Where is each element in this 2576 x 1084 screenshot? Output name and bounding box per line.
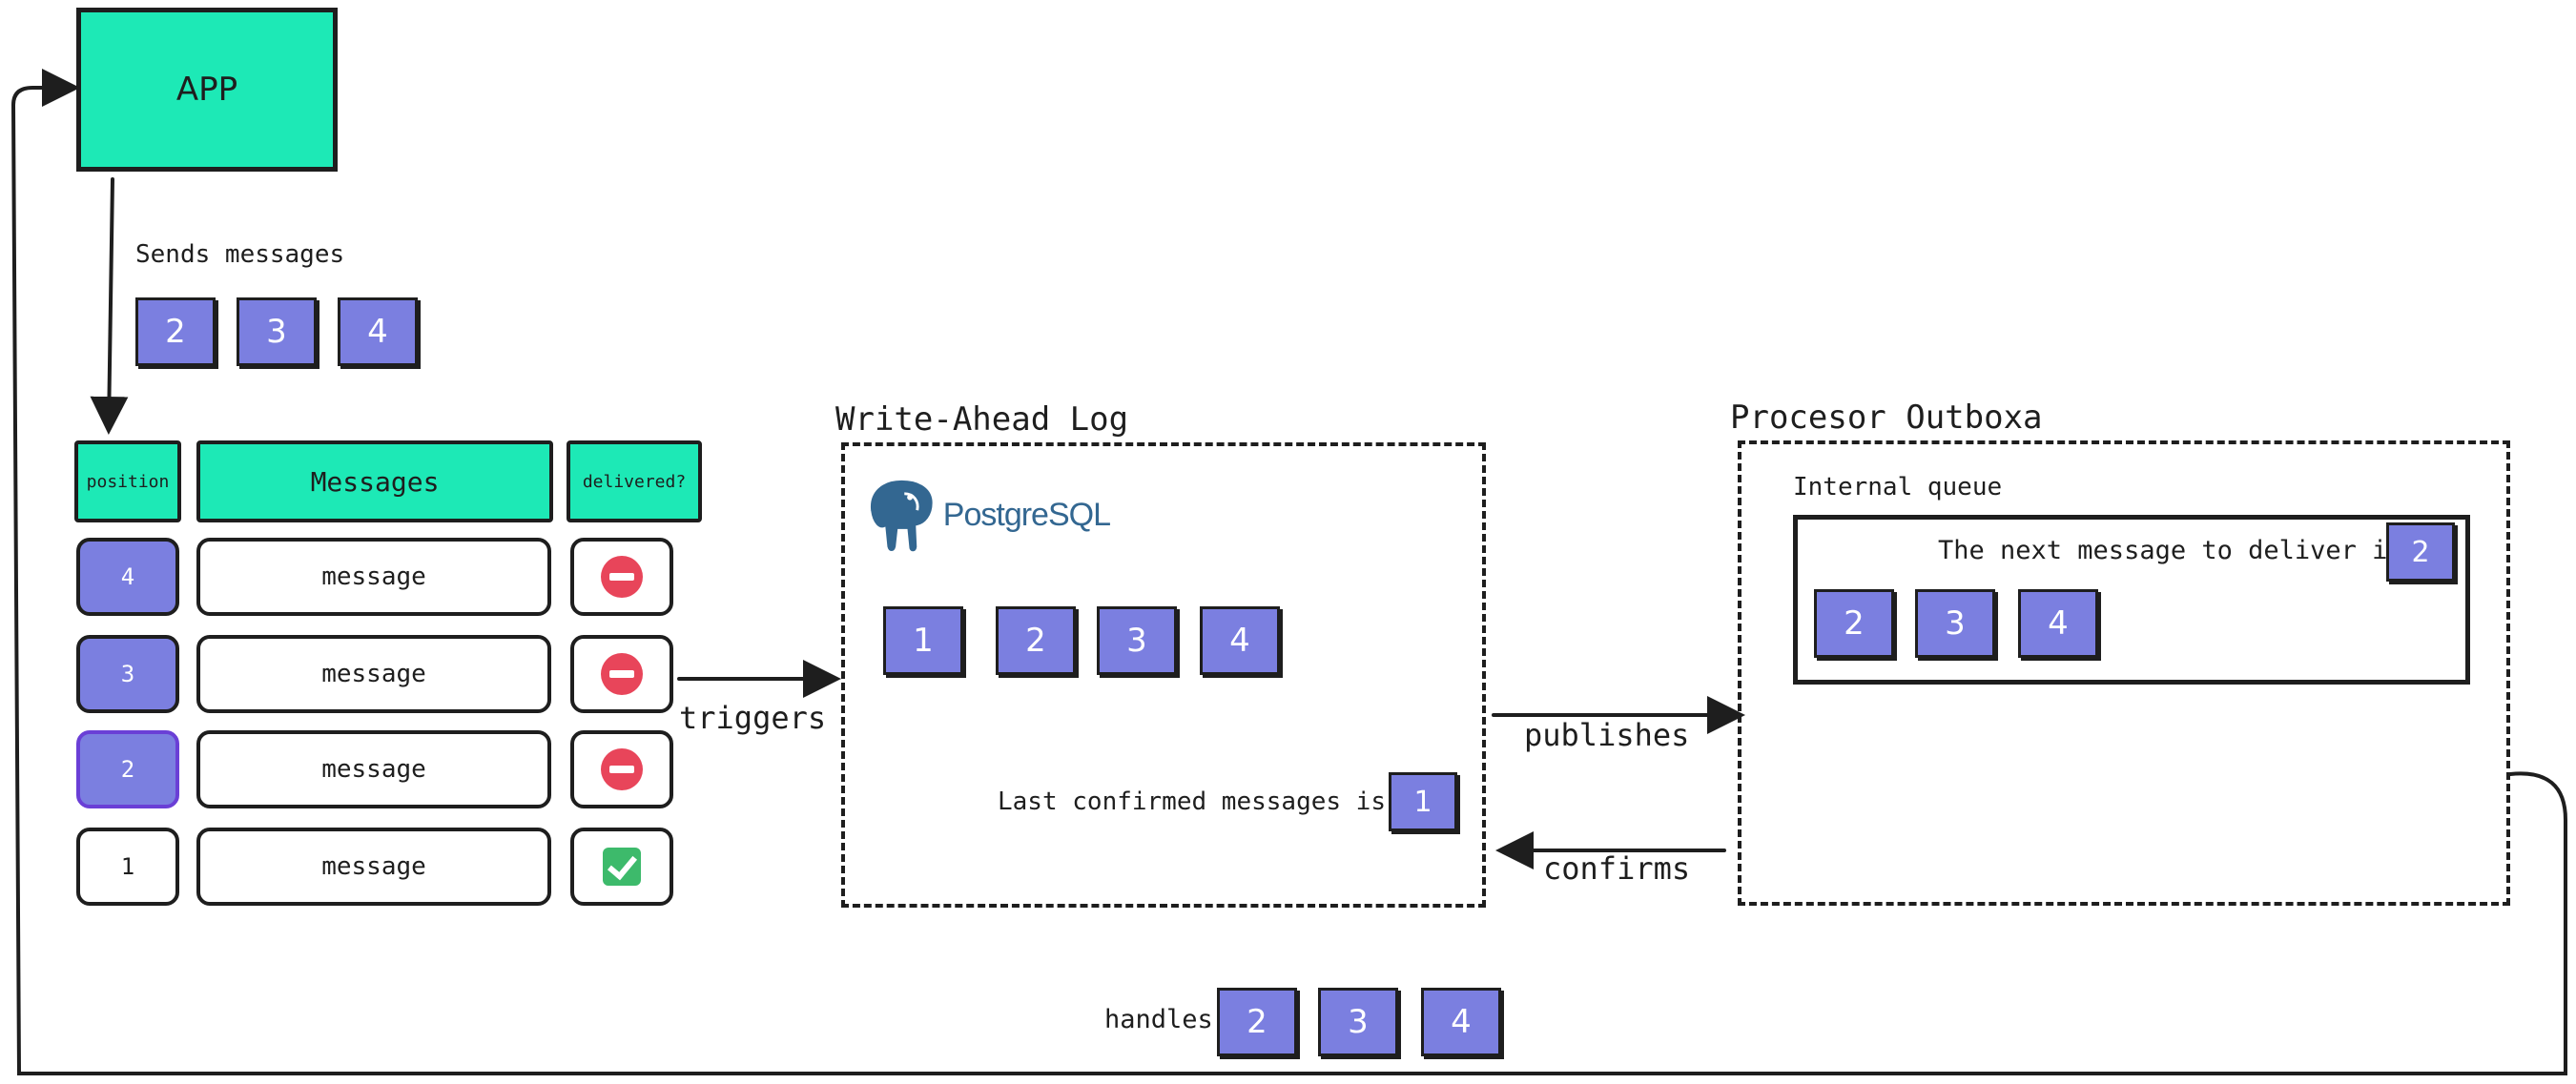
table-row-delivered xyxy=(570,538,673,616)
arrow-app-to-table xyxy=(90,177,129,435)
last-confirmed-label: Last confirmed messages is xyxy=(998,787,1386,816)
table-row-message: message xyxy=(196,730,551,808)
column-header-messages: Messages xyxy=(196,440,553,522)
column-header-position: position xyxy=(74,440,181,522)
handled-message-block: 2 xyxy=(1217,988,1297,1056)
table-row-position: 3 xyxy=(76,635,179,713)
wal-message-block: 3 xyxy=(1097,606,1177,675)
next-message-value: 2 xyxy=(2386,522,2455,582)
postgresql-elephant-icon xyxy=(868,478,936,555)
postgresql-logo: PostgreSQL xyxy=(862,471,1111,559)
wal-message-block: 2 xyxy=(996,606,1076,675)
table-row-position: 1 xyxy=(76,828,179,906)
no-entry-icon xyxy=(601,556,643,598)
sends-messages-label: Sends messages xyxy=(135,240,345,269)
no-entry-icon xyxy=(601,748,643,790)
table-row-position: 2 xyxy=(76,730,179,808)
check-mark-icon xyxy=(603,848,641,886)
sent-message-block: 3 xyxy=(237,297,317,366)
next-message-label: The next message to deliver is xyxy=(1938,536,2403,565)
table-row-position: 4 xyxy=(76,538,179,616)
internal-queue-box xyxy=(1793,515,2470,685)
wal-title: Write-Ahead Log xyxy=(835,400,1129,439)
table-row-message: message xyxy=(196,538,551,616)
column-header-delivered: delivered? xyxy=(567,440,702,522)
processor-container xyxy=(1738,440,2510,906)
queue-message-block: 3 xyxy=(1915,589,1995,658)
sent-message-block: 2 xyxy=(135,297,216,366)
queue-message-block: 2 xyxy=(1814,589,1894,658)
processor-title: Procesor Outboxa xyxy=(1730,399,2043,437)
handled-message-block: 4 xyxy=(1421,988,1501,1056)
queue-message-block: 4 xyxy=(2018,589,2098,658)
publishes-label: publishes xyxy=(1524,717,1690,753)
postgresql-logo-text: PostgreSQL xyxy=(942,496,1111,533)
wal-container xyxy=(841,442,1486,908)
wal-message-block: 4 xyxy=(1200,606,1280,675)
arrow-loop-to-app xyxy=(10,69,2567,1075)
table-row-delivered xyxy=(570,828,673,906)
confirms-label: confirms xyxy=(1543,850,1691,887)
table-row-message: message xyxy=(196,635,551,713)
triggers-label: triggers xyxy=(679,700,827,736)
app-box: APP xyxy=(76,8,338,172)
internal-queue-label: Internal queue xyxy=(1793,473,2003,501)
app-label: APP xyxy=(175,71,238,109)
handled-message-block: 3 xyxy=(1318,988,1398,1056)
sent-message-block: 4 xyxy=(338,297,418,366)
no-entry-icon xyxy=(601,653,643,695)
table-row-message: message xyxy=(196,828,551,906)
last-confirmed-value: 1 xyxy=(1389,772,1457,831)
wal-message-block: 1 xyxy=(883,606,963,675)
table-row-delivered xyxy=(570,635,673,713)
handles-label: handles xyxy=(1104,1005,1213,1034)
table-row-delivered xyxy=(570,730,673,808)
